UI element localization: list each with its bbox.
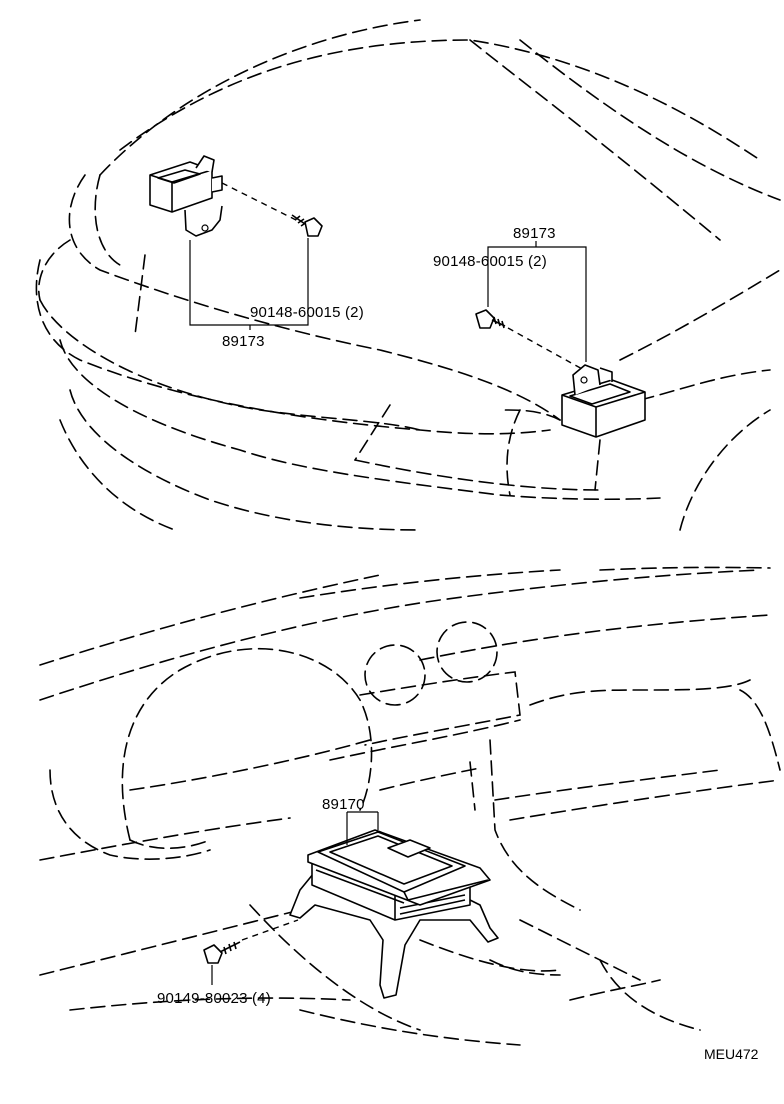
left-bolt-label: 90148-60015 (2): [250, 304, 364, 321]
left-bolt-guide: [221, 182, 301, 223]
left-sensor-part-number: 89173: [222, 333, 265, 350]
right-leader-lines: [487, 246, 587, 362]
ecu-leader-lines: [346, 811, 379, 845]
bottom-bolt-guide: [241, 919, 299, 941]
left-impact-sensor: [149, 155, 223, 237]
right-bolt-guide: [507, 327, 585, 371]
right-bolt-icon: [475, 309, 506, 329]
right-bolt-label: 90148-60015 (2): [433, 253, 547, 270]
left-bolt-icon: [291, 214, 323, 237]
right-impact-sensor: [561, 364, 646, 438]
left-leader-lines: [189, 238, 309, 326]
figure-code: MEU472: [704, 1046, 759, 1062]
ecu-part-number: 89170: [322, 796, 365, 813]
front-body-outline: [35, 19, 781, 531]
bottom-bolt-label: 90149-80023 (4): [157, 990, 271, 1007]
interior-body-outline: [39, 566, 781, 1046]
right-sensor-part-number: 89173: [513, 225, 556, 242]
airbag-sensor-assembly: [289, 829, 499, 999]
bottom-bolt-icon: [203, 941, 241, 964]
